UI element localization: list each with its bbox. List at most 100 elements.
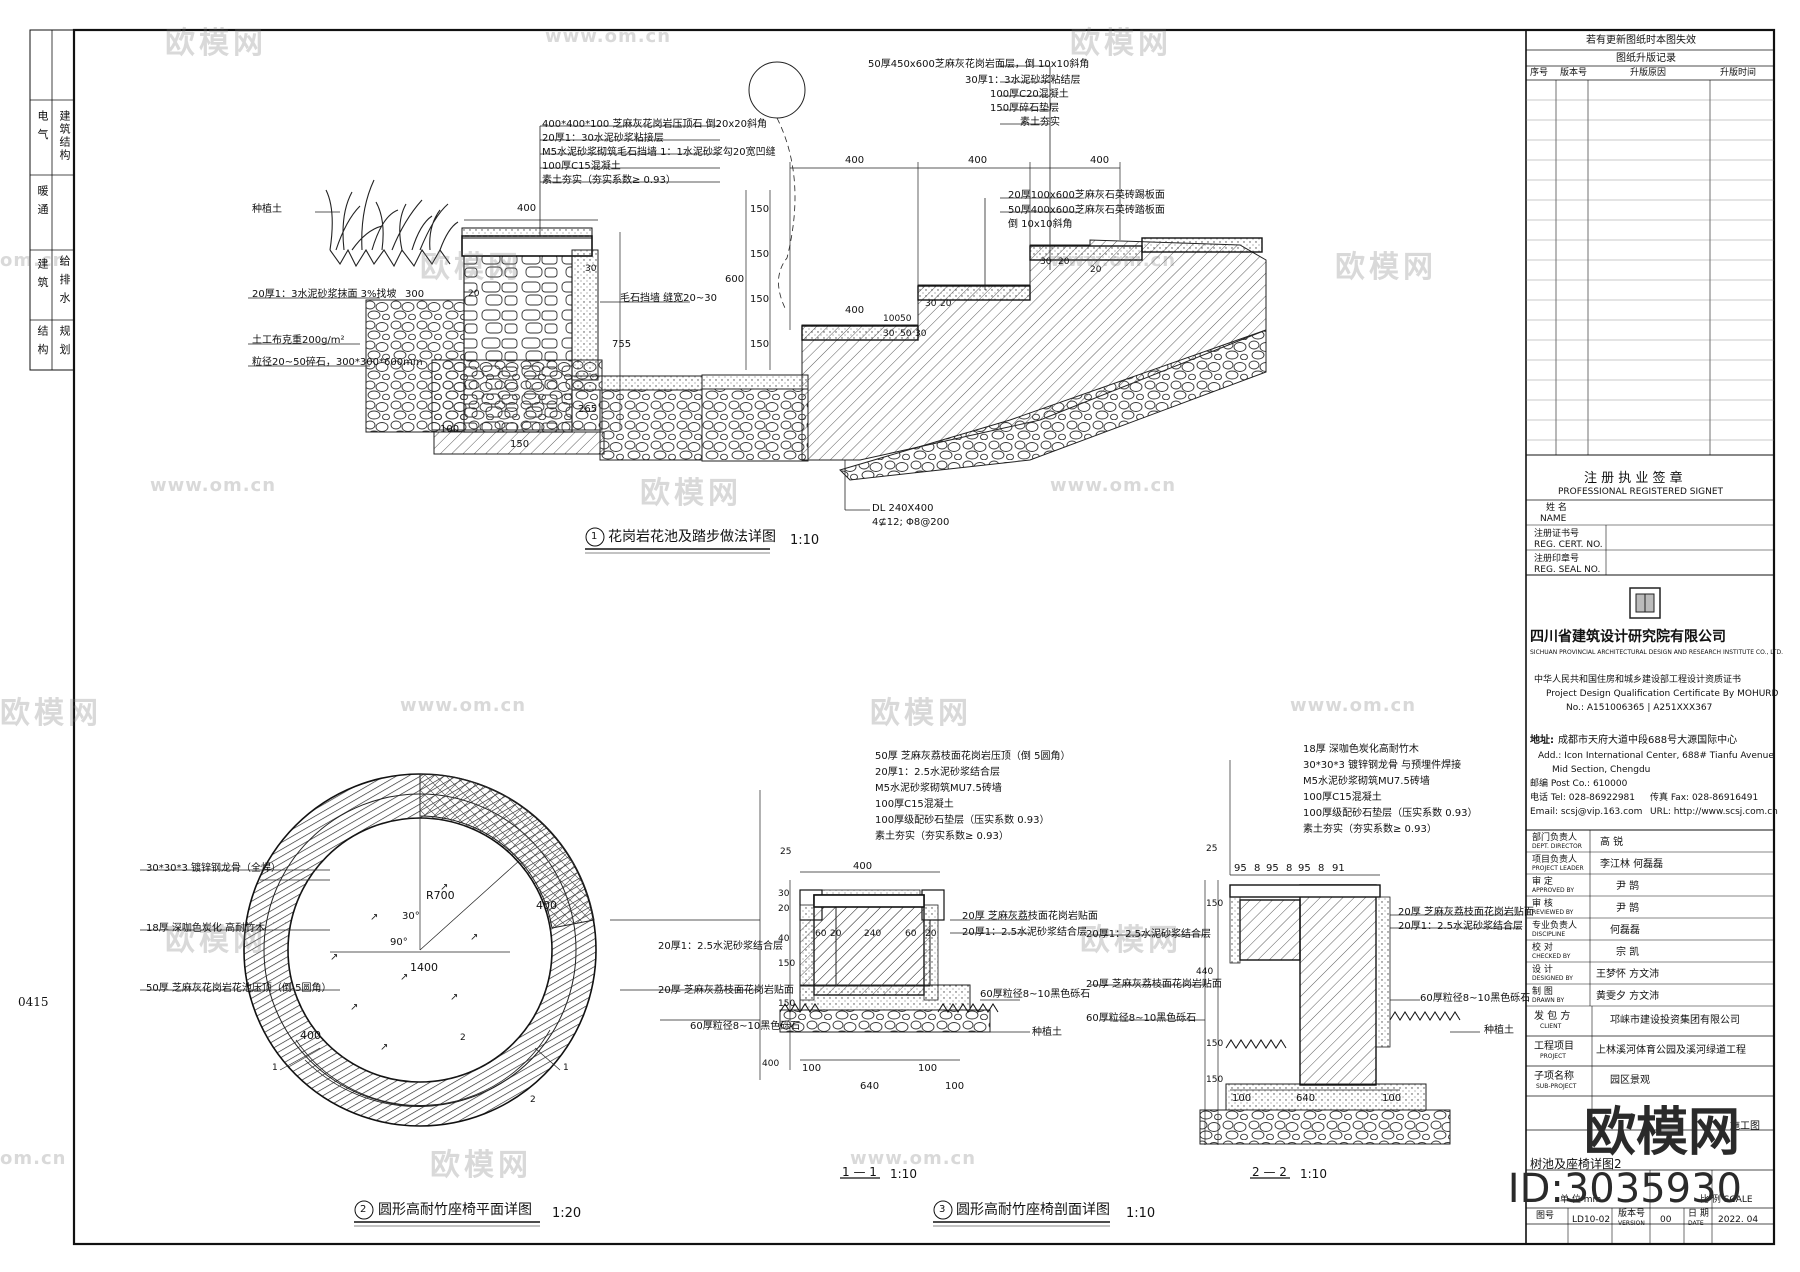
strip-plumbing: 给 排 水 (58, 255, 71, 305)
version: 00 (1660, 1215, 1672, 1225)
svg-text:↗: ↗ (440, 882, 448, 893)
dim: 440 (1196, 967, 1214, 977)
dim: 30 (915, 329, 927, 339)
watermark-brand: 欧模网 (420, 250, 522, 285)
drawing-no: LD10-02 (1572, 1215, 1611, 1225)
signet-en: PROFESSIONAL REGISTERED SIGNET (1558, 487, 1724, 497)
svg-text:↗: ↗ (350, 1002, 358, 1013)
dim: 30 (1040, 257, 1052, 267)
section-mark: 1 (272, 1063, 278, 1073)
dim: 640 (860, 1081, 880, 1092)
section-mark: 2 (460, 1033, 466, 1043)
d1-label-chamfer: 倒 10x10斜角 (1008, 219, 1073, 230)
d3b-layer: 30*30*3 镀锌钢龙骨 与预埋件焊接 (1303, 760, 1462, 771)
d3b-side: 20厚 芝麻灰荔枝面花岗岩贴面 (1398, 907, 1534, 918)
dim: 100 (918, 1063, 938, 1074)
svg-text:↗: ↗ (400, 972, 408, 983)
rev-col-version: 版本号 (1560, 68, 1588, 78)
dim: 20 (1090, 265, 1102, 275)
d1-label-concrete: 100厚C15混凝土 (542, 161, 621, 172)
d1-label-gravel-bed: 150厚碎石垫层 (990, 103, 1060, 114)
watermark-url: www.om.cn (400, 695, 527, 716)
dim: 150 (1206, 1075, 1224, 1085)
d3b-layer: M5水泥砂浆砌筑MU7.5砖墙 (1303, 776, 1430, 787)
client-label-en: CLIENT (1540, 1023, 1562, 1030)
d1-gravel: 粒径20~50碎石，300*300*600mm (252, 357, 423, 368)
svg-text:↗: ↗ (470, 932, 478, 943)
dim: 20 (778, 904, 790, 914)
d3-title: 圆形高耐竹座椅剖面详图 (956, 1202, 1110, 1218)
watermark-url: www.om.cn (150, 475, 277, 496)
dim: 100 (945, 1081, 965, 1092)
dim: 8 (1254, 863, 1261, 874)
d1-label-c20: 100厚C20混凝土 (990, 89, 1069, 100)
d1-label-soil: 素土夯实（夯实系数≥ 0.93） (542, 175, 676, 186)
dim: 90° (390, 937, 408, 948)
dim: 60 (815, 929, 827, 939)
date: 2022. 04 (1718, 1215, 1759, 1225)
role-approved: 审 定 (1532, 877, 1553, 887)
d1-label-wall: M5水泥砂浆砌筑毛石挡墙 1：1水泥砂浆勾20宽凹缝 (542, 147, 776, 158)
role-designed-en: DESIGNED BY (1532, 975, 1573, 982)
person-dept: 高 锐 (1600, 837, 1624, 848)
dim: 60 (905, 929, 917, 939)
d3-number: 3 (939, 1204, 946, 1215)
svg-text:↗: ↗ (370, 912, 378, 923)
void-note: 若有更新图纸时本图失效 (1586, 35, 1696, 46)
sub-project-name: 园区景观 (1610, 1075, 1650, 1086)
d3a-side: 20厚 芝麻灰荔枝面花岗岩贴面 (658, 985, 794, 996)
d1-rebar: 4⊈12; Φ8@200 (872, 517, 950, 528)
dim: 8 (1318, 863, 1325, 874)
addr-en2: Mid Section, Chengdu (1552, 765, 1651, 775)
date-label: 日 期 (1688, 1209, 1709, 1219)
detail-2-plan: ↗↗ ↗↗ ↗↗ ↗↗ (140, 773, 597, 1227)
d2-title: 圆形高耐竹座椅平面详图 (378, 1202, 532, 1218)
person-designed: 王梦怀 方文沛 (1596, 969, 1660, 980)
d3a-side: 种植土 (1032, 1027, 1062, 1038)
d3a-side: 20厚 芝麻灰荔枝面花岗岩贴面 (962, 911, 1098, 922)
watermark-url: www.om.cn (545, 26, 672, 47)
cert-no: No.: A151006365 | A251XXX367 (1566, 703, 1713, 713)
dim: 150 (750, 294, 770, 305)
d3b-side: 20厚1：2.5水泥砂浆结合层 (1398, 921, 1523, 932)
dim: 600 (725, 274, 745, 285)
version-label-en: VERSION (1618, 1220, 1645, 1227)
d3a-layer: 100厚级配砂石垫层（压实系数 0.93） (875, 815, 1050, 826)
role-drawn-en: DRAWN BY (1532, 997, 1565, 1004)
strip-architecture: 建 筑 (36, 258, 49, 290)
signet-cert-en: REG. CERT. NO. (1534, 540, 1603, 550)
dim: 40 (778, 934, 790, 944)
project-name: 上林溪河体育公园及溪河绿道工程 (1596, 1045, 1746, 1056)
dim: 20 (940, 299, 952, 309)
dim: 95 (1298, 863, 1311, 874)
company-name-en: SICHUAN PROVINCIAL ARCHITECTURAL DESIGN … (1530, 649, 1783, 656)
dim: 400 (762, 1059, 780, 1069)
dim: 150 (778, 959, 796, 969)
d2-label-bamboo: 18厚 深咖色炭化 高耐竹木 (146, 923, 266, 934)
dim: 25 (780, 847, 792, 857)
dim: 50 (900, 314, 912, 324)
dim: 400 (968, 155, 988, 166)
dim: 150 (750, 339, 770, 350)
role-checked-en: CHECKED BY (1532, 953, 1571, 960)
addr-cn: 成都市天府大道中段688号大源国际中心 (1558, 735, 1738, 746)
dim: 50 (900, 329, 912, 339)
watermark-brand: 欧模网 (640, 476, 742, 511)
d2-label-granite: 50厚 芝麻灰花岗岩花池压顶（倒 5圆角） (146, 983, 332, 994)
project-label-en: PROJECT (1540, 1053, 1566, 1060)
dim: 100 (440, 424, 460, 435)
project-label: 工程项目 (1534, 1041, 1574, 1052)
person-approved: 尹 鹄 (1616, 881, 1640, 892)
strip-hvac: 暖 通 (36, 185, 49, 217)
d1-label-tread: 50厚400x600芝麻灰石英砖踏板面 (1008, 205, 1165, 216)
dim: 300 (405, 289, 425, 300)
watermark-url: www.om.cn (1050, 475, 1177, 496)
dim: 150 (1206, 1039, 1224, 1049)
detail-3-section-b (933, 760, 1520, 1227)
dim: 8 (1286, 863, 1293, 874)
d1-label-coping: 400*400*100 芝麻灰花岗岩压顶石 倒20x20斜角 (542, 119, 767, 130)
d3a-side: 20厚1：2.5水泥砂浆结合层 (658, 941, 783, 952)
sub-label-en: SUB-PROJECT (1536, 1083, 1577, 1090)
dim: 400 (1090, 155, 1110, 166)
dim: 20 (468, 289, 480, 299)
